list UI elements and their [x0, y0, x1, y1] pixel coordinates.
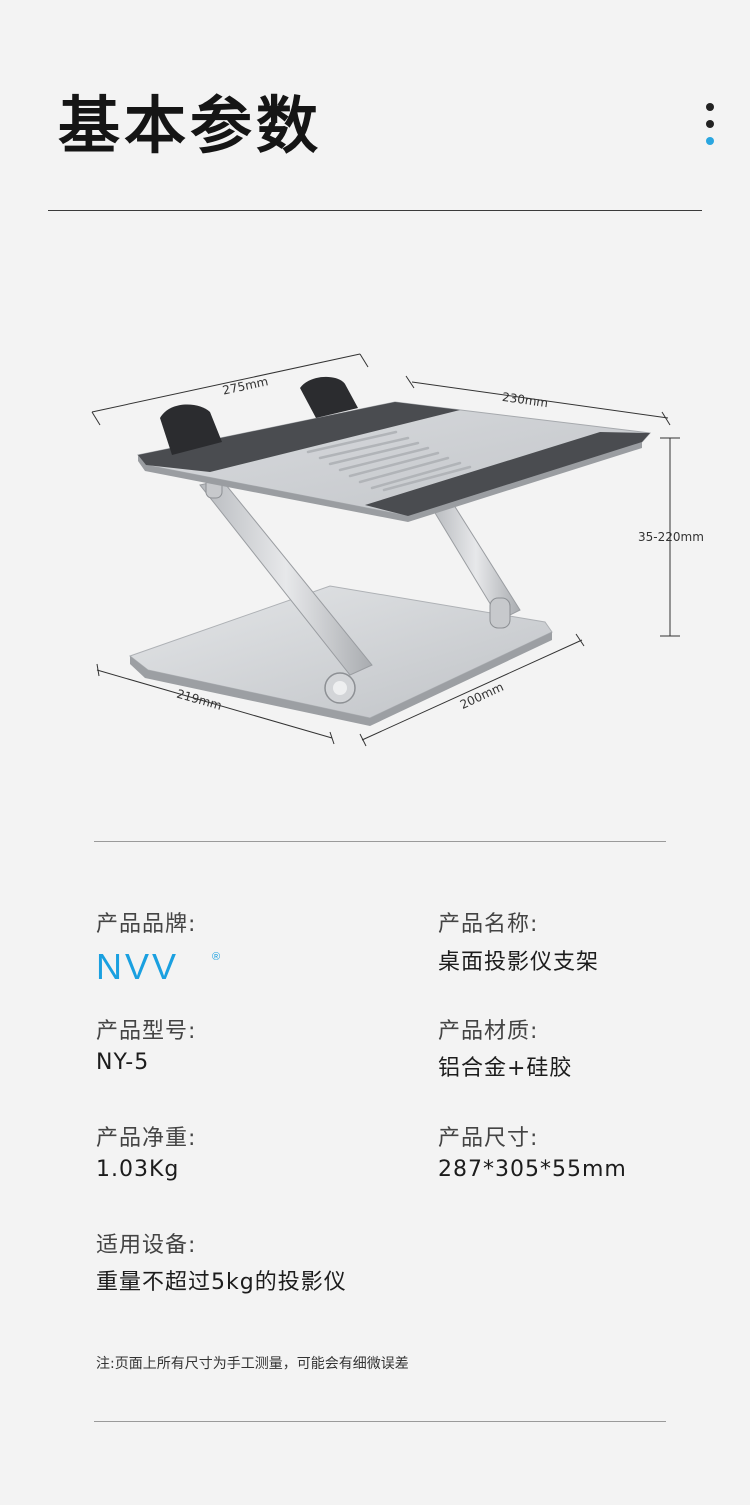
dim-top-depth: 230mm	[501, 390, 549, 410]
dot-2	[706, 120, 714, 128]
decorative-dots	[706, 103, 714, 154]
section-divider	[94, 841, 666, 842]
dot-3	[706, 137, 714, 145]
device-value: 重量不超过5kg的投影仪	[96, 1270, 347, 1295]
model-value: NY-5	[96, 1050, 150, 1075]
measurement-note: 注:页面上所有尺寸为手工测量，可能会有细微误差	[96, 1356, 409, 1372]
brand-label: 产品品牌:	[96, 912, 197, 937]
footer-divider	[94, 1421, 666, 1422]
header-divider	[48, 210, 702, 211]
name-label: 产品名称:	[438, 912, 539, 937]
projector-stand-illustration: 275mm 230mm 35-220mm 219mm 200mm	[91, 353, 704, 747]
size-label: 产品尺寸:	[438, 1126, 539, 1151]
size-value: 287*305*55mm	[438, 1157, 627, 1182]
dim-height: 35-220mm	[638, 530, 704, 544]
name-value: 桌面投影仪支架	[438, 950, 600, 975]
material-value: 铝合金+硅胶	[438, 1056, 573, 1081]
material-label: 产品材质:	[438, 1019, 539, 1044]
device-label: 适用设备:	[96, 1233, 197, 1258]
registered-mark: ®	[212, 951, 220, 963]
dim-base-depth: 200mm	[458, 680, 506, 712]
model-label: 产品型号:	[96, 1019, 197, 1044]
product-dimension-diagram: 275mm 230mm 35-220mm 219mm 200mm	[0, 330, 750, 760]
weight-value: 1.03Kg	[96, 1157, 180, 1182]
brand-logo: NVV ®	[96, 946, 236, 988]
dot-1	[706, 103, 714, 111]
weight-label: 产品净重:	[96, 1126, 197, 1151]
page-title: 基本参数	[58, 89, 323, 162]
dim-top-width: 275mm	[221, 374, 269, 397]
brand-logo-text: NVV	[96, 948, 179, 984]
